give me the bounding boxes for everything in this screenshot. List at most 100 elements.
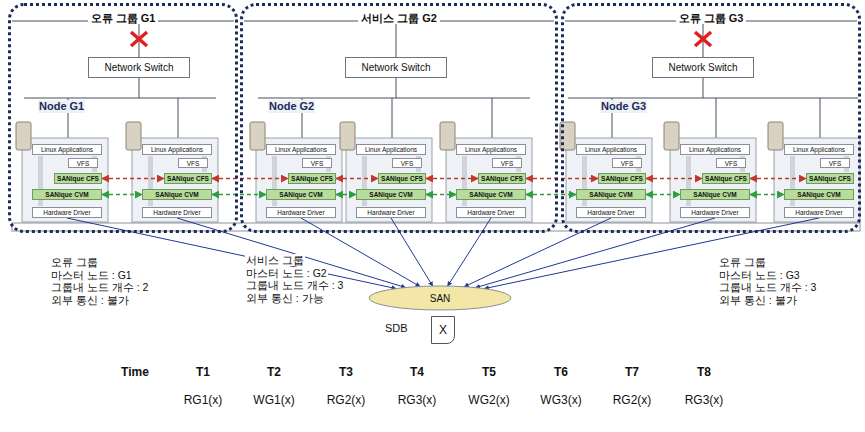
group-title: 오류 그룹 G1 [88,12,159,24]
san-ellipse: SAN [368,285,512,311]
layer-text: Linux Applications [465,146,517,153]
layer-box: Hardware Driver [456,207,526,218]
machine-box [774,138,860,222]
san-link [448,218,491,286]
peer-link [426,178,478,180]
layer-text: SANique CFS [481,175,523,182]
layer-box: VFS [68,158,98,168]
machine-box [22,138,108,222]
peer-link [212,178,288,180]
network-line [716,98,717,138]
layer-box: VFS [716,158,746,168]
timeline-header: T1 [195,366,211,380]
layer-box: VFS [612,158,642,168]
group-info-text: 외부 통신 : 불가 [718,294,798,306]
group-info-text: 서비스 그룹 [245,254,305,266]
node-group-label: Node G2 [268,100,315,113]
network-line [396,21,397,57]
group-title: 서비스 그룹 G2 [358,12,440,24]
network-line [396,78,397,98]
layer-text: Linux Applications [365,146,417,153]
group-title-row: 서비스 그룹 G2 [243,8,555,26]
group-title-row: 오류 그룹 G3 [564,8,858,26]
peer-link [526,194,576,196]
network-line [820,98,821,138]
layer-text: Hardware Driver [587,209,634,216]
server-icon [768,122,783,150]
timeline-header: Time [120,366,150,380]
layer-box: Hardware Driver [142,207,212,218]
layer-text: VFS [77,160,90,167]
layer-text: Linux Applications [585,146,637,153]
layer-box: Linux Applications [356,144,426,155]
group-info-text: 오류 그룹 [50,256,99,268]
cvm-layer-box: SANique CVM [784,189,854,200]
cvm-layer-box: SANique CVM [356,189,426,200]
layer-text: SANique CVM [369,191,412,198]
fault-mark [131,32,147,46]
fault-mark [131,32,147,46]
timeline-header: T3 [338,366,354,380]
timeline-header: T7 [624,366,640,380]
backplane-bar [12,223,860,231]
machine-box [346,138,432,222]
cfs-layer-box: SANique CFS [378,173,426,184]
peer-link [102,178,164,180]
cfs-layer-box: SANique CFS [54,173,102,184]
layer-box: Hardware Driver [576,207,646,218]
operation-label: RG2(x) [326,394,367,408]
san-ellipse-outline [369,286,511,310]
cvm-layer-box: SANique CVM [456,189,526,200]
layer-box: Linux Applications [142,144,212,155]
network-bus [24,98,216,99]
group-info-text: 마스터 노드 : G1 [50,269,133,281]
layer-text: VFS [501,160,514,167]
layer-text: Hardware Driver [691,209,738,216]
switch-label: Network Switch [669,62,738,73]
layer-box: Hardware Driver [680,207,750,218]
group-info-text: 마스터 노드 : G3 [718,269,801,281]
peer-link [336,178,378,180]
group-info-text: 그룹내 노드 개수 : 3 [718,281,817,293]
storage-document: SDB X [385,314,465,348]
layer-text: Linux Applications [41,146,93,153]
layer-text: SANique CFS [381,175,423,182]
server-icon [250,122,265,150]
machine-box [132,138,218,222]
layer-box: Hardware Driver [784,207,854,218]
group-region: 오류 그룹 G3 Network SwitchLinux Applications… [561,3,861,233]
timeline-header: T4 [409,366,425,380]
peer-link [750,178,806,180]
machine-box [446,138,532,222]
layer-text: Hardware Driver [277,209,324,216]
server-icon [664,122,679,150]
layer-text: Linux Applications [793,146,845,153]
layer-box: VFS [392,158,422,168]
cfs-layer-box: SANique CFS [598,173,646,184]
layer-text: SANique CFS [167,175,209,182]
group-title: 오류 그룹 G3 [676,12,747,24]
server-icon [16,122,31,150]
cvm-layer-box: SANique CVM [32,189,102,200]
layer-text: Linux Applications [151,146,203,153]
layer-text: VFS [829,160,842,167]
group-region: 오류 그룹 G1 Network SwitchLinux Applications… [8,3,238,233]
sdb-label: SDB [385,322,408,334]
node-group-label: Node G3 [600,100,647,113]
switch-label: Network Switch [105,62,174,73]
operation-label: RG3(x) [684,394,725,408]
layer-box: Linux Applications [784,144,854,155]
layer-text: VFS [621,160,634,167]
layer-text: SANique CFS [809,175,851,182]
document-icon: X [431,316,455,344]
layer-text: Hardware Driver [153,209,200,216]
peer-link [646,178,702,180]
group-info-text: 오류 그룹 [718,256,767,268]
layer-box: Hardware Driver [356,207,426,218]
cvm-layer-box: SANique CVM [576,189,646,200]
cfs-layer-box: SANique CFS [806,173,854,184]
san-label: SAN [430,293,451,304]
layer-box: Linux Applications [456,144,526,155]
cfs-layer-box: SANique CFS [288,173,336,184]
layer-box: Linux Applications [266,144,336,155]
